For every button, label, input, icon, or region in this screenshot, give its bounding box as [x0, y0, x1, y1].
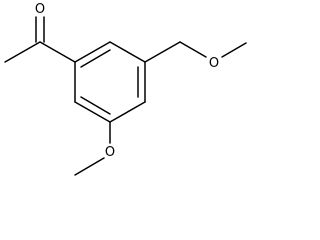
- ring-methoxy-oxygen-label: O: [105, 145, 115, 160]
- oxygen-to-methyl-bond: [221, 42, 247, 58]
- methoxymethyl-oxygen-label: O: [209, 56, 219, 71]
- acetyl-group: O: [4, 2, 76, 63]
- ring-bond-5: [74, 101, 111, 123]
- carbonyl-carbon-bond: [39, 41, 76, 63]
- methoxymethyl-group: O: [144, 41, 247, 71]
- ring-bond-1: [74, 41, 111, 63]
- ring-bond-5-inner: [80, 96, 111, 115]
- ch2-to-oxygen-bond: [179, 41, 207, 58]
- ring-bond-4: [109, 101, 146, 123]
- ring-bond-2: [109, 41, 146, 63]
- benzene-ring: [74, 41, 146, 123]
- methyl-bond: [4, 41, 41, 63]
- structure-diagram: O O O: [4, 2, 247, 176]
- ring-methoxy-group: O: [74, 121, 115, 176]
- ketone-oxygen-label: O: [35, 2, 45, 17]
- ring-bond-1-inner: [80, 49, 111, 68]
- ring-to-ch2-bond: [144, 41, 181, 63]
- oxygen-to-methyl-bond-bottom: [74, 157, 105, 176]
